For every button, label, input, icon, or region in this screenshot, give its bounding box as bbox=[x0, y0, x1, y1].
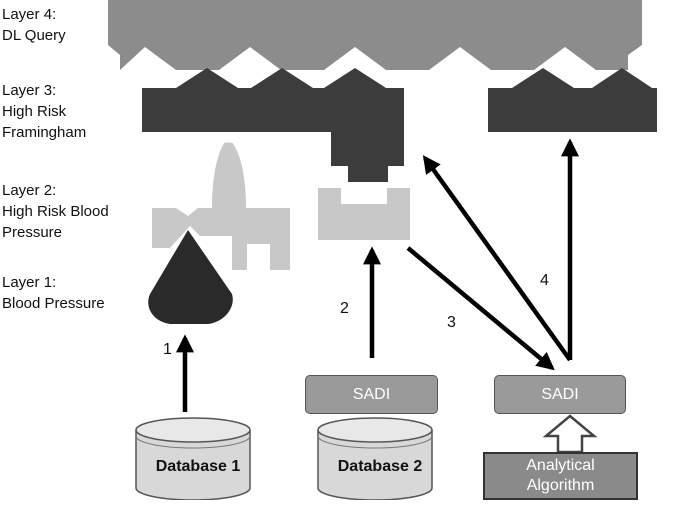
layer3-label: Layer 3: High Risk Framingham bbox=[2, 80, 86, 143]
layer4-label-line1: Layer 4: bbox=[2, 6, 57, 23]
layer3-right-shape bbox=[488, 68, 657, 132]
layer2-socket-shape bbox=[318, 188, 410, 240]
layer3-label-line3: Framingham bbox=[2, 124, 87, 141]
arrow-label-1: 1 bbox=[163, 341, 172, 358]
database-2-cylinder bbox=[317, 417, 433, 501]
sadi-service-right: SADI bbox=[494, 375, 626, 414]
analytical-algorithm-line2: Algorithm bbox=[526, 477, 595, 494]
layer3-plug-shape bbox=[331, 130, 404, 182]
layer4-label: Layer 4: DL Query bbox=[2, 4, 66, 46]
analytical-algorithm-box: Analytical Algorithm bbox=[483, 452, 638, 500]
layer2-bloodpressure-shape bbox=[152, 138, 290, 270]
layer4-label-line2: DL Query bbox=[2, 27, 66, 44]
layer3-label-line1: Layer 3: bbox=[2, 82, 57, 99]
arrow-4a bbox=[422, 155, 572, 362]
sadi-service-left: SADI bbox=[305, 375, 438, 414]
layer2-label-line3: Pressure bbox=[2, 224, 63, 241]
layer1-cone-shape bbox=[148, 230, 233, 324]
layer1-label-line2: Blood Pressure bbox=[2, 295, 105, 312]
algorithm-hollow-arrow bbox=[542, 414, 598, 454]
layer2-label-line2: High Risk Blood bbox=[2, 203, 109, 220]
database-1-label: Database 1 bbox=[156, 458, 241, 475]
layer2-label: Layer 2: High Risk Blood Pressure bbox=[2, 180, 109, 243]
arrow-3 bbox=[406, 246, 555, 371]
layer1-label: Layer 1: Blood Pressure bbox=[2, 272, 105, 314]
layer3-label-line2: High Risk bbox=[2, 103, 67, 120]
layer3-framingham-shape bbox=[142, 68, 404, 132]
layer2-label-line1: Layer 2: bbox=[2, 182, 57, 199]
arrow-label-2: 2 bbox=[340, 300, 349, 317]
arrow-label-3: 3 bbox=[447, 314, 456, 331]
layer1-label-line1: Layer 1: bbox=[2, 274, 57, 291]
arrow-label-4: 4 bbox=[540, 272, 549, 289]
layer4-dl-query-shape bbox=[108, 0, 642, 70]
layer2-arc-shape bbox=[208, 132, 246, 150]
database-1-cylinder bbox=[135, 417, 251, 501]
analytical-algorithm-line1: Analytical bbox=[526, 457, 595, 474]
database-2-label: Database 2 bbox=[338, 458, 423, 475]
